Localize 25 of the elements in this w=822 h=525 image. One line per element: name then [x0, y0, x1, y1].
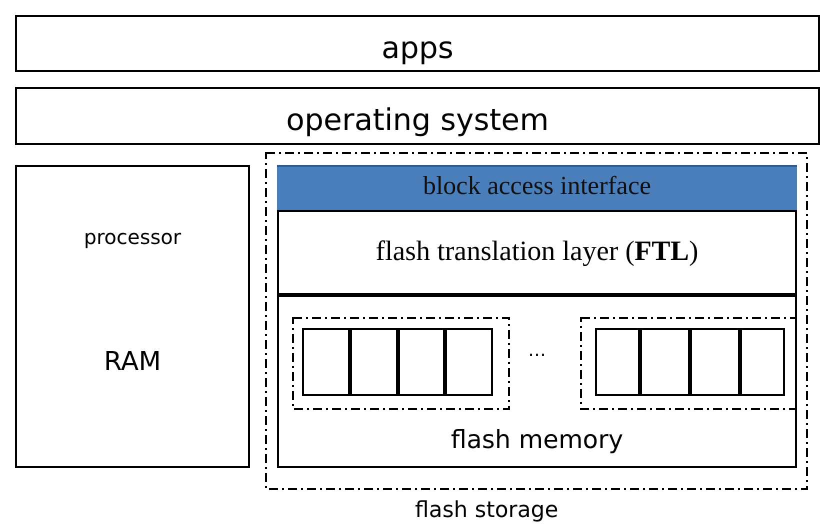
- component-box: [15, 165, 250, 468]
- node-label: RAM: [102, 347, 162, 377]
- dashed-group-box: [292, 317, 510, 410]
- layer-box: [277, 210, 797, 295]
- dashed-group-box: [580, 317, 797, 410]
- memory-cell-box: [595, 328, 640, 396]
- memory-cell-box: [640, 328, 690, 396]
- ellipsis-label: …: [528, 340, 546, 361]
- memory-cell-box: [398, 328, 445, 396]
- memory-cell-box: [302, 328, 350, 396]
- layer-box: [15, 87, 820, 145]
- memory-box: [277, 295, 797, 468]
- memory-cell-box: [740, 328, 785, 396]
- memory-cell-box: [690, 328, 740, 396]
- node-label: block access interface: [422, 171, 652, 201]
- node-label: flash translation layer (FTL): [374, 236, 700, 268]
- node-label: processor: [82, 225, 182, 249]
- interface-bar: [277, 165, 797, 210]
- node-label: flash memory: [450, 425, 624, 454]
- node-label: flash storage: [415, 498, 558, 523]
- memory-cell-box: [350, 328, 398, 396]
- node-label: apps: [380, 31, 455, 66]
- node-label: operating system: [285, 103, 550, 138]
- memory-cell-box: [445, 328, 493, 396]
- layer-box: [15, 15, 820, 72]
